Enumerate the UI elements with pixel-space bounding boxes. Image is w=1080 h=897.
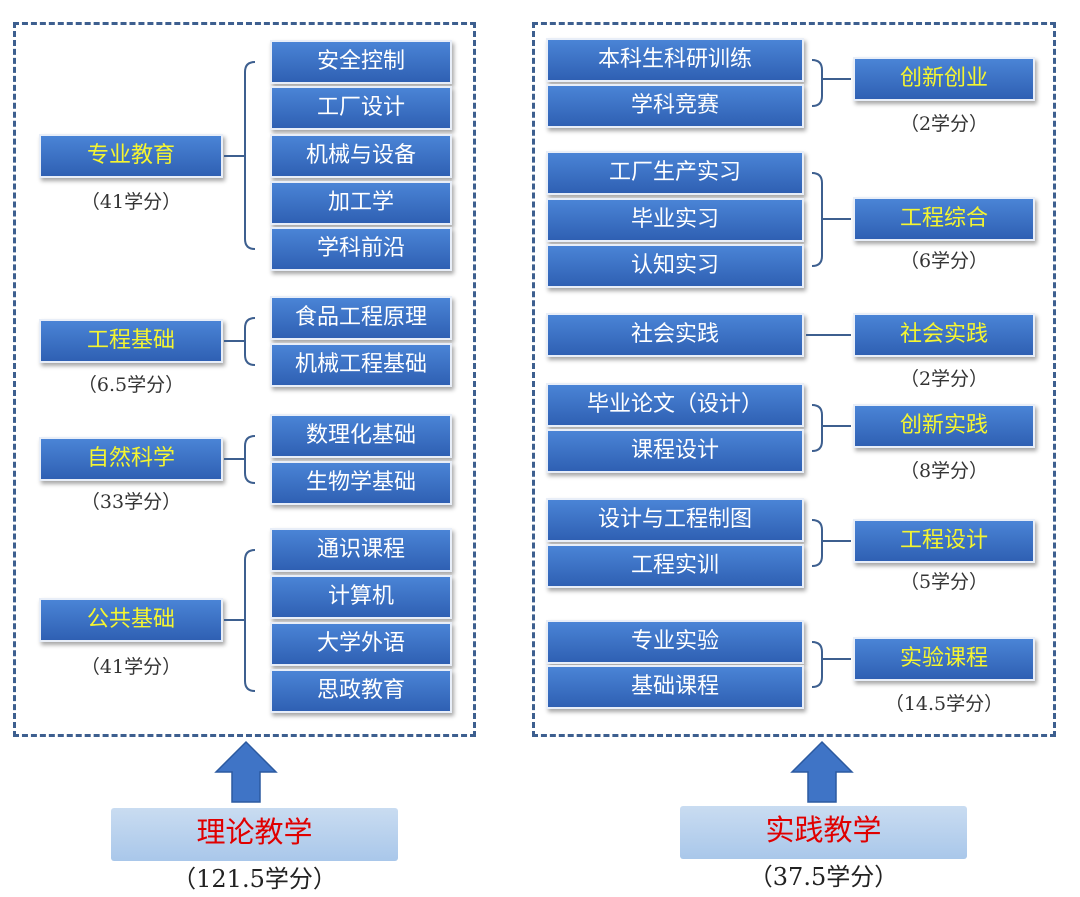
theory-category-group-3: 自然科学 [39, 437, 223, 481]
theory-category-group-1: 专业教育 [39, 134, 223, 178]
theory-credit-group-2: （6.5学分） [77, 374, 185, 396]
theory-brace-group-4 [244, 549, 256, 692]
theory-item-group-1-1: 安全控制 [270, 40, 452, 84]
theory-item-group-2-2: 机械工程基础 [270, 343, 452, 387]
practice-brace-group-4 [811, 404, 823, 452]
practice-credit-group-6: （14.5学分） [884, 693, 1004, 715]
practice-item-group-5-2: 工程实训 [546, 544, 804, 588]
theory-brace-group-1 [244, 61, 256, 250]
theory-item-group-4-3: 大学外语 [270, 622, 452, 666]
theory-item-group-1-5: 学科前沿 [270, 227, 452, 271]
practice-credit-group-5: （5学分） [899, 571, 989, 593]
theory-item-group-1-4: 加工学 [270, 181, 452, 225]
practice-item-group-3-1: 社会实践 [546, 313, 804, 357]
practice-panel [532, 22, 1056, 737]
practice-item-group-1-1: 本科生科研训练 [546, 38, 804, 82]
practice-up-arrow-icon [790, 740, 854, 803]
practice-credit-group-1: （2学分） [899, 113, 989, 135]
practice-item-group-4-1: 毕业论文（设计） [546, 383, 804, 427]
practice-category-group-3: 社会实践 [853, 313, 1035, 357]
practice-footer-title: 实践教学 [680, 806, 967, 859]
theory-item-group-4-1: 通识课程 [270, 528, 452, 572]
theory-category-group-4: 公共基础 [39, 598, 223, 642]
theory-panel [13, 22, 476, 737]
practice-item-group-4-2: 课程设计 [546, 429, 804, 473]
practice-credit-group-3: （2学分） [899, 368, 989, 390]
theory-footer-title: 理论教学 [111, 808, 398, 861]
practice-item-group-2-1: 工厂生产实习 [546, 151, 804, 195]
practice-item-group-6-2: 基础课程 [546, 665, 804, 709]
practice-brace-group-1 [811, 59, 823, 107]
theory-item-group-1-2: 工厂设计 [270, 86, 452, 130]
theory-credit-group-4: （41学分） [80, 656, 182, 678]
practice-credit-group-4: （8学分） [899, 460, 989, 482]
practice-item-group-1-2: 学科竞赛 [546, 84, 804, 128]
practice-category-group-2: 工程综合 [853, 197, 1035, 241]
theory-brace-group-3 [244, 435, 256, 484]
theory-item-group-4-2: 计算机 [270, 575, 452, 619]
theory-credit-group-1: （41学分） [80, 191, 182, 213]
practice-item-group-2-3: 认知实习 [546, 244, 804, 288]
theory-footer-credit: （121.5学分） [172, 865, 337, 893]
theory-item-group-3-2: 生物学基础 [270, 461, 452, 505]
theory-item-group-1-3: 机械与设备 [270, 134, 452, 178]
theory-item-group-4-4: 思政教育 [270, 669, 452, 713]
theory-item-group-3-1: 数理化基础 [270, 414, 452, 458]
theory-item-group-2-1: 食品工程原理 [270, 296, 452, 340]
practice-item-group-5-1: 设计与工程制图 [546, 498, 804, 542]
practice-category-group-5: 工程设计 [853, 519, 1035, 563]
theory-up-arrow-icon [214, 740, 278, 803]
practice-brace-group-2 [811, 172, 823, 267]
practice-category-group-1: 创新创业 [853, 57, 1035, 101]
practice-footer-credit: （37.5学分） [748, 863, 899, 891]
theory-credit-group-3: （33学分） [80, 491, 182, 513]
practice-item-group-6-1: 专业实验 [546, 620, 804, 664]
theory-category-group-2: 工程基础 [39, 319, 223, 363]
practice-brace-group-6 [811, 641, 823, 688]
practice-brace-group-5 [811, 519, 823, 567]
practice-item-group-2-2: 毕业实习 [546, 198, 804, 242]
theory-brace-group-2 [244, 317, 256, 366]
practice-category-group-6: 实验课程 [853, 637, 1035, 681]
practice-credit-group-2: （6学分） [899, 250, 989, 272]
practice-category-group-4: 创新实践 [853, 404, 1035, 448]
